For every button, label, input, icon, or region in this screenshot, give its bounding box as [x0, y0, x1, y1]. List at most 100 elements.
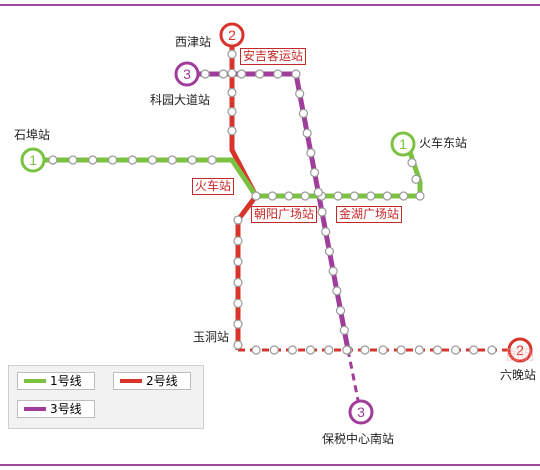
station-dot: [284, 191, 294, 201]
station-dot: [349, 191, 359, 201]
station-dot: [207, 155, 217, 165]
station-jinhu[interactable]: 金湖广场站: [336, 206, 403, 223]
station-shibu[interactable]: 石埠站: [14, 128, 51, 142]
line1-number: 1: [399, 136, 407, 152]
station-dot: [233, 298, 243, 308]
station-dot: [251, 345, 261, 355]
station-dot: [227, 49, 237, 59]
station-dot: [411, 174, 421, 184]
station-dot: [273, 69, 283, 79]
station-dot: [333, 191, 343, 201]
station-xijin[interactable]: 西津站: [175, 35, 212, 49]
station-dot: [167, 155, 177, 165]
top-border: [0, 4, 540, 6]
line2-number: 2: [516, 342, 524, 358]
line3-number: 3: [183, 66, 191, 82]
station-dot: [321, 227, 331, 237]
line1-terminal-west: 1: [20, 147, 46, 173]
station-dot: [88, 155, 98, 165]
station-dot: [187, 155, 197, 165]
station-yudong[interactable]: 玉洞站: [193, 330, 230, 344]
station-dot: [342, 345, 352, 355]
station-anji[interactable]: 安吉客运站: [240, 48, 307, 65]
station-dot: [339, 325, 349, 335]
station-dot: [127, 155, 138, 165]
station-dot: [298, 108, 309, 119]
station-dot: [432, 345, 443, 355]
station-dot: [414, 345, 424, 355]
station-dot: [309, 167, 320, 178]
station-dot: [267, 191, 277, 201]
station-dot: [255, 69, 265, 79]
station-dot: [233, 319, 243, 329]
station-dot: [147, 155, 157, 165]
station-dot: [360, 345, 370, 355]
line3-terminal-south: 3: [348, 399, 374, 425]
station-dot: [451, 345, 461, 355]
line2-terminal-north: 2: [219, 22, 245, 48]
station-baoshui[interactable]: 保税中心南站: [322, 432, 395, 446]
station-liucun[interactable]: 六晚站: [500, 368, 537, 382]
line1-number: 1: [29, 152, 37, 168]
station-dot: [287, 345, 297, 355]
legend-line1: 1号线: [17, 372, 95, 390]
legend-line3: 3号线: [17, 400, 95, 418]
station-dot: [487, 345, 497, 355]
station-keyuan[interactable]: 科园大道站: [150, 93, 211, 107]
station-dot: [306, 148, 316, 158]
legend: 1号线 2号线 3号线: [8, 365, 204, 429]
station-dot: [300, 191, 310, 201]
station-dot: [48, 155, 58, 165]
station-huoche[interactable]: 火车站: [192, 178, 235, 195]
line2-number: 2: [228, 27, 236, 43]
legend-line1-label: 1号线: [50, 374, 82, 388]
station-dot: [328, 266, 338, 276]
station-dot: [227, 68, 237, 78]
station-dot: [324, 345, 334, 355]
station-dot: [302, 128, 312, 138]
legend-line2: 2号线: [113, 372, 191, 390]
station-dots: [48, 49, 497, 355]
watermark: 图例: [506, 348, 534, 364]
station-dot: [378, 345, 388, 355]
station-dot: [68, 155, 78, 165]
station-dot: [233, 340, 243, 350]
station-dot: [227, 87, 237, 98]
station-dot: [366, 191, 376, 201]
line3-terminal-north: 3: [174, 61, 200, 87]
station-dot: [469, 345, 479, 355]
station-dot: [396, 345, 406, 355]
station-dot: [233, 215, 243, 225]
line3-swatch: [24, 407, 46, 411]
station-dot: [415, 191, 425, 201]
bottom-border: [0, 464, 540, 466]
legend-line2-label: 2号线: [146, 374, 178, 388]
station-dot: [218, 69, 228, 79]
station-dot: [269, 345, 279, 355]
line2-terminal-east: 2: [507, 337, 533, 363]
station-dot: [317, 207, 327, 217]
station-dot: [107, 155, 118, 165]
station-dot: [291, 69, 301, 79]
station-dot: [382, 191, 392, 201]
station-chaoyang[interactable]: 朝阳广场站: [251, 206, 318, 223]
station-dot: [227, 126, 237, 136]
station-dot: [335, 305, 346, 316]
station-dot: [399, 191, 409, 201]
line3-number: 3: [357, 404, 365, 420]
station-dot: [233, 236, 243, 246]
station-huochedong[interactable]: 火车东站: [419, 136, 468, 150]
station-dot: [324, 246, 335, 257]
line1-swatch: [24, 379, 46, 383]
station-dot: [236, 69, 247, 79]
station-dot: [305, 345, 316, 355]
station-dot: [233, 277, 243, 288]
legend-line3-label: 3号线: [50, 402, 82, 416]
station-dot: [332, 286, 342, 296]
line1-terminal-east: 1: [390, 131, 416, 157]
station-dot: [227, 107, 237, 117]
station-dot: [251, 191, 261, 201]
station-dot: [200, 69, 210, 79]
